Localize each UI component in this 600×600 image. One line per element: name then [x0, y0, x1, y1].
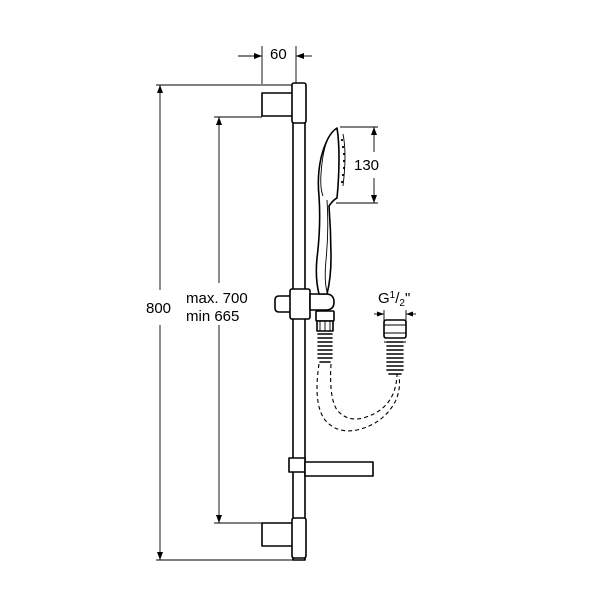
thread-size-dimension: G1/2" [374, 290, 416, 322]
handset-length-label: 130 [354, 157, 379, 174]
slide-range-min-label: min 665 [186, 308, 239, 325]
bracket-width-label: 60 [270, 46, 287, 63]
hose-connector-left [315, 310, 335, 363]
bottom-wall-bracket [261, 517, 307, 559]
dimension-total-height: 800 [146, 84, 296, 561]
spray-nozzles [340, 138, 346, 184]
thread-size-label: G1/2" [378, 290, 410, 309]
total-height-label: 800 [146, 300, 171, 317]
top-wall-bracket [261, 82, 307, 124]
hose-ribs-right [386, 341, 404, 375]
slide-range-max-label: max. 700 [186, 290, 248, 307]
slide-rail [292, 84, 306, 561]
flexible-hose [316, 363, 401, 432]
hand-shower [315, 127, 346, 295]
dimension-slide-range: max. 700 min 665 [186, 116, 262, 524]
dimension-bracket-width: 60 [238, 46, 312, 84]
hose-connector-right [383, 319, 407, 375]
sliding-handset-holder [274, 288, 335, 320]
dimension-handset: 130 [336, 126, 379, 204]
soap-dish [288, 457, 374, 477]
hose-ribs-left [317, 333, 333, 363]
